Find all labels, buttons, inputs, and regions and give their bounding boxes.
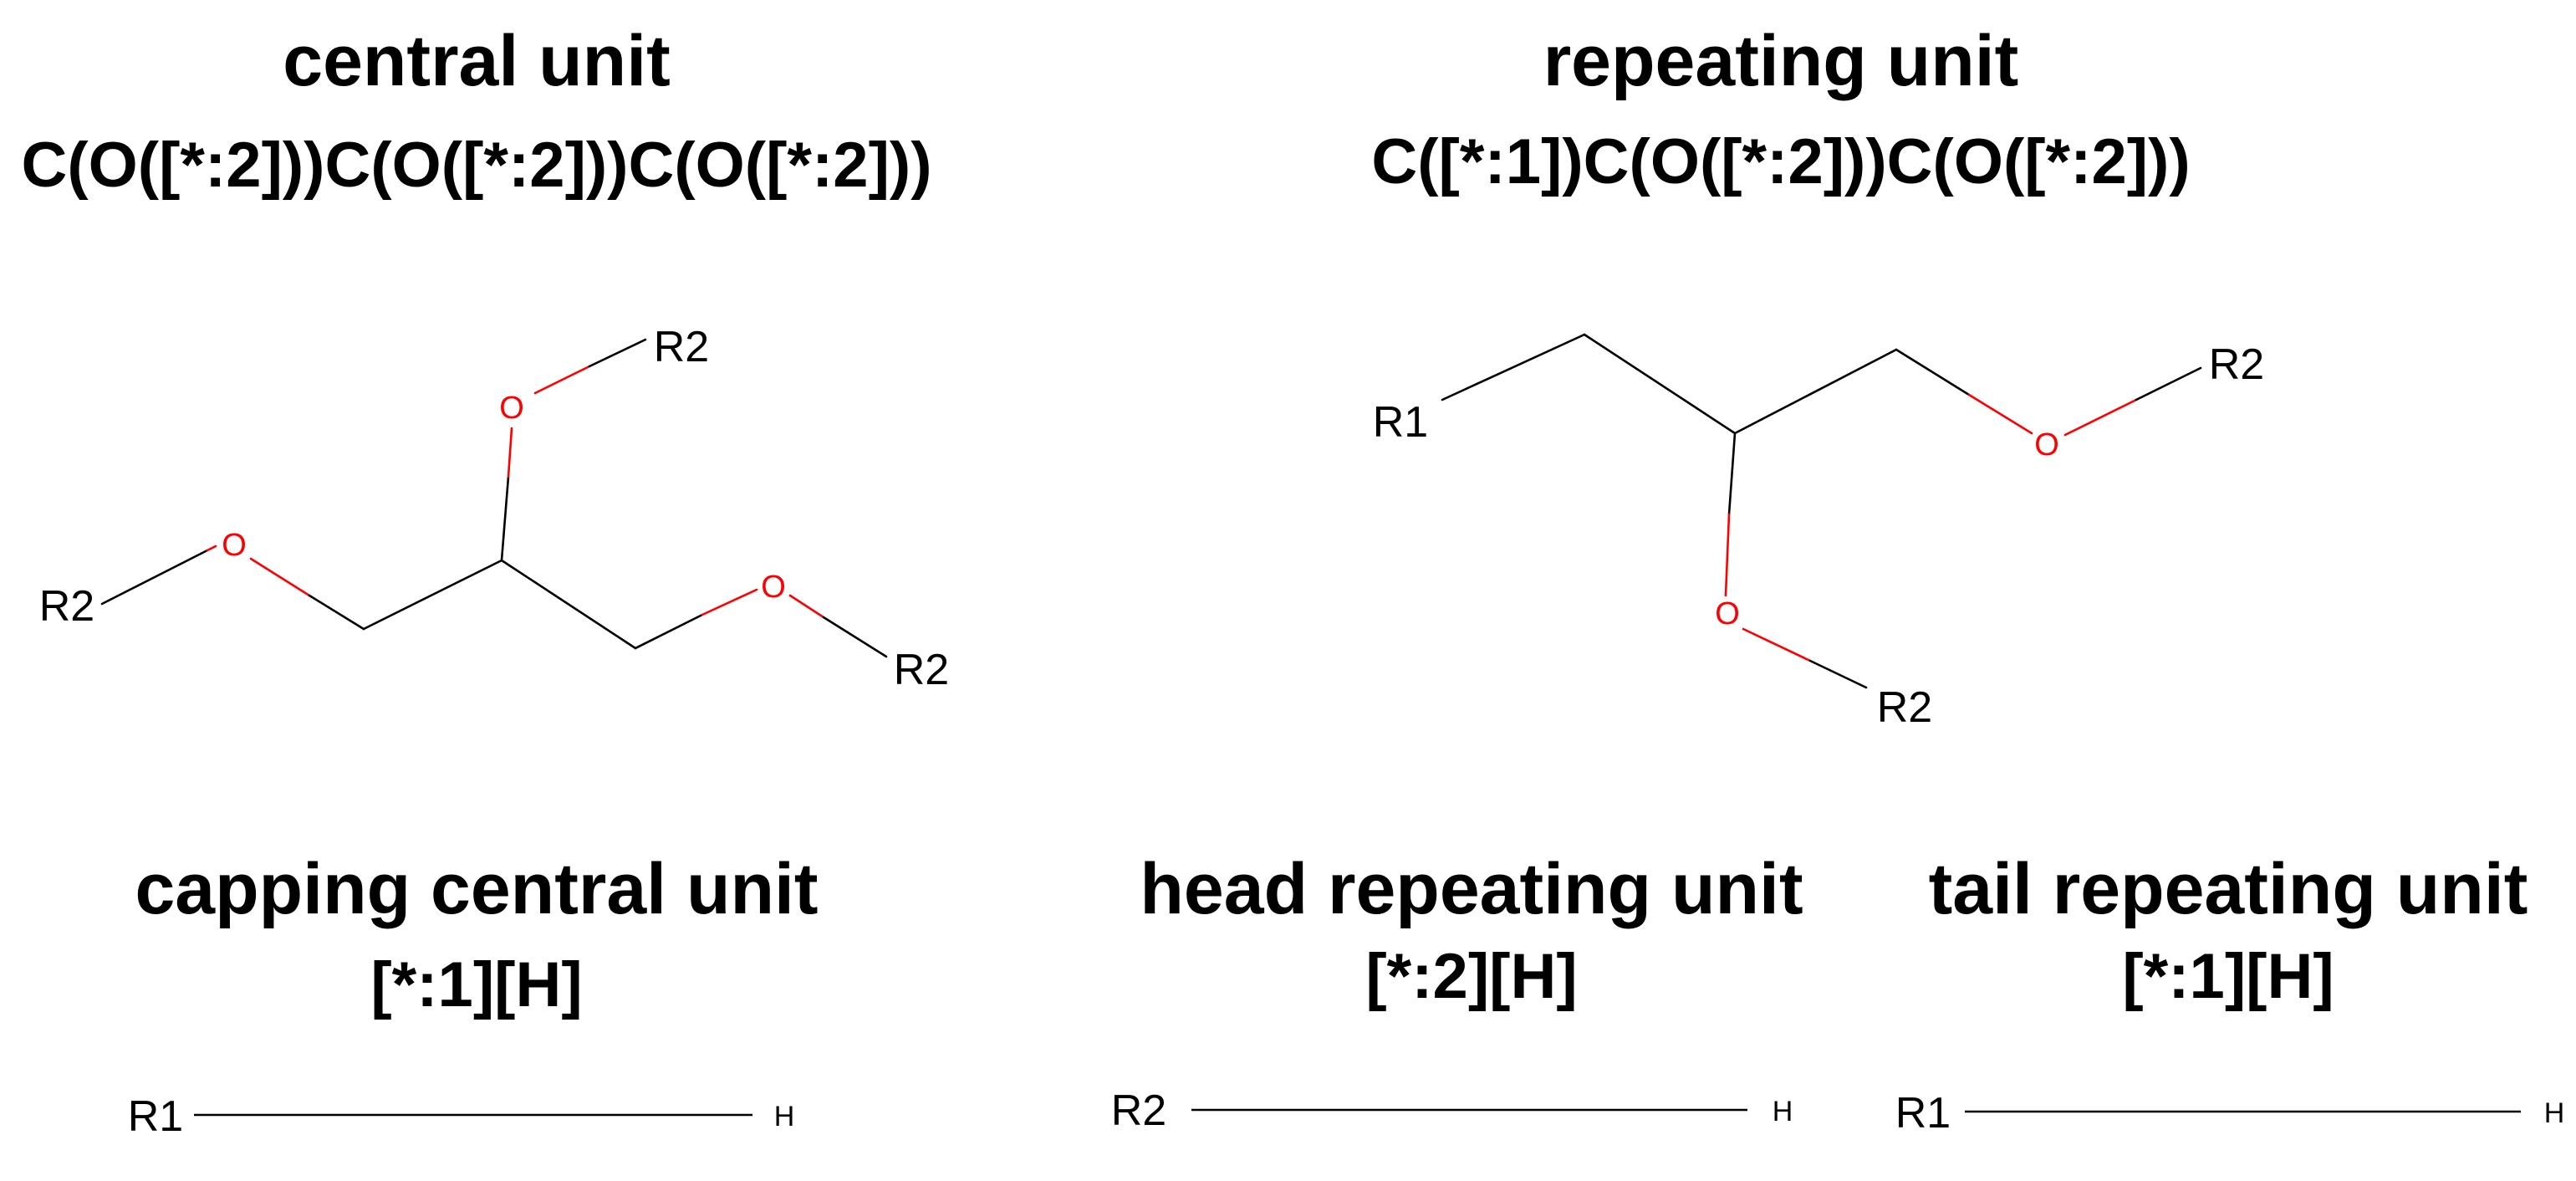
central-unit-smiles: C(O([*:2]))C(O([*:2]))C(O([*:2])) [21, 130, 932, 201]
atom-h: H [1773, 1096, 1793, 1127]
tail-repeating-unit-panel: tail repeating unit [*:1][H] [1890, 828, 2567, 1079]
tail-repeating-unit-title: tail repeating unit [1928, 849, 2528, 929]
capping-central-unit-smiles: [*:1][H] [370, 949, 583, 1020]
atom-h: H [2544, 1097, 2565, 1129]
atom-h: H [774, 1101, 795, 1132]
capping-central-unit-panel: capping central unit [*:1][H] [0, 828, 953, 1079]
central-unit-title: central unit [283, 21, 671, 101]
capping-central-unit-title: capping central unit [135, 849, 819, 929]
head-repeating-unit-smiles: [*:2][H] [1365, 941, 1578, 1012]
head-repeating-unit-title: head repeating unit [1140, 849, 1803, 929]
repeating-unit-title: repeating unit [1543, 21, 2019, 101]
head-repeating-unit-panel: head repeating unit [*:2][H] [1087, 828, 1856, 1079]
central-unit-panel: central unit C(O([*:2]))C(O([*:2]))C(O([… [0, 0, 953, 753]
repeating-unit-panel: repeating unit C([*:1])C(O([*:2]))C(O([*… [1196, 0, 2366, 753]
tail-repeating-unit-smiles: [*:1][H] [2122, 941, 2334, 1012]
atom-r1: R1 [128, 1092, 183, 1141]
atom-r1: R1 [1895, 1089, 1951, 1138]
repeating-unit-smiles: C([*:1])C(O([*:2]))C(O([*:2])) [1371, 126, 2191, 197]
atom-r2: R2 [1111, 1086, 1166, 1135]
